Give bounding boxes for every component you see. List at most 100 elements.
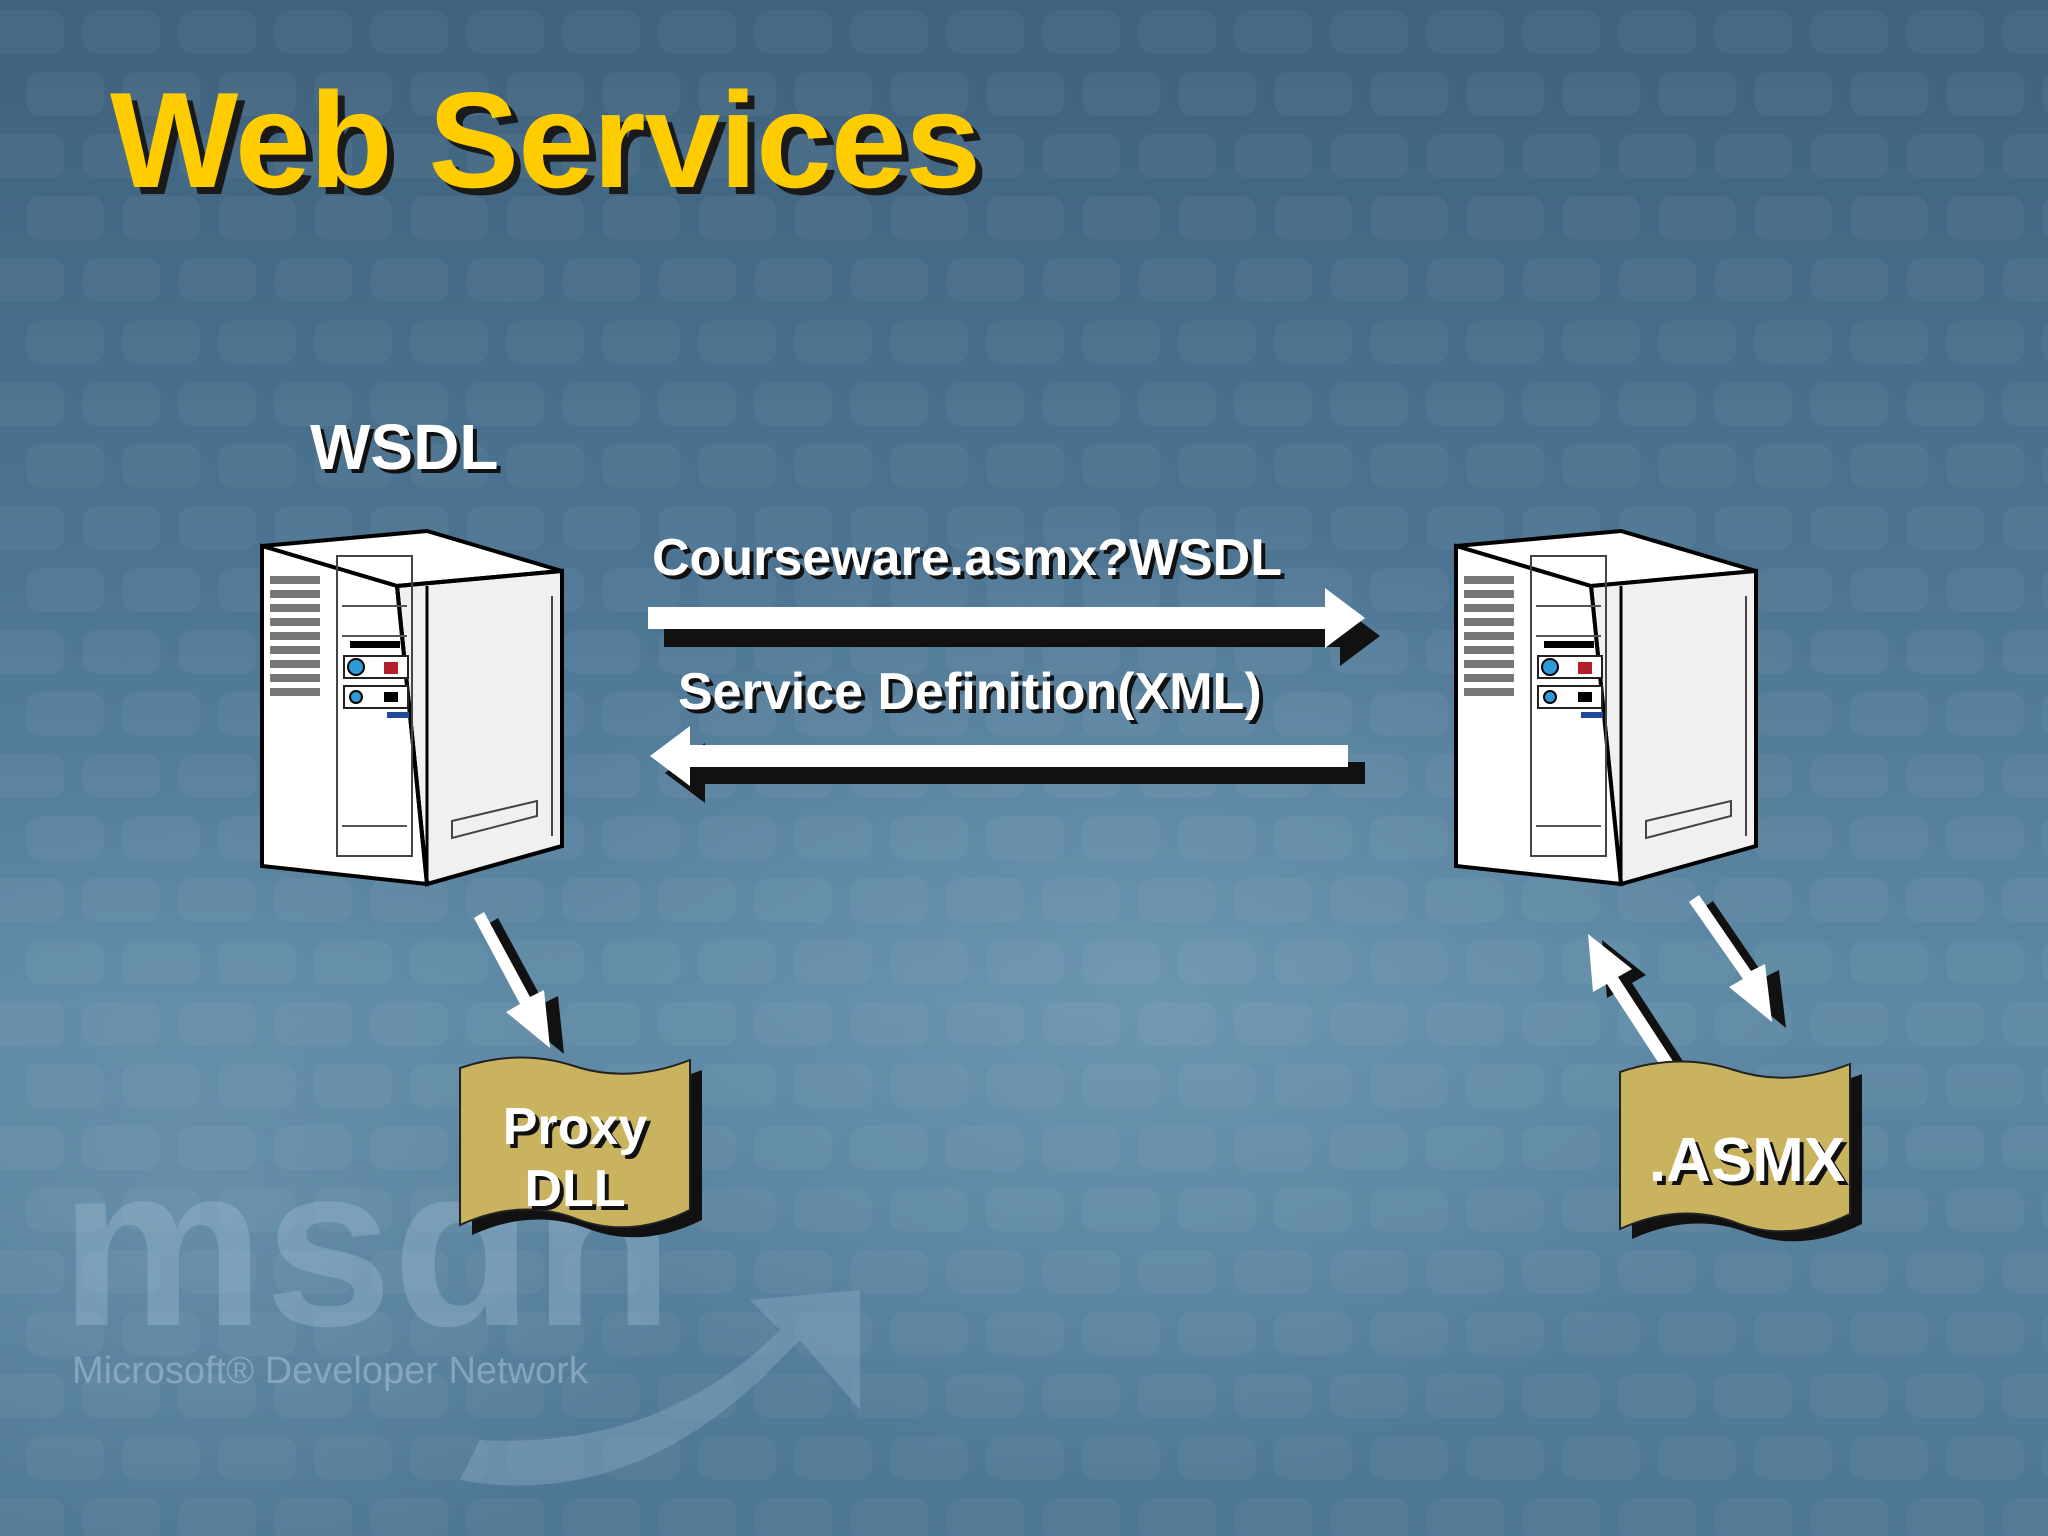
background-tile [1522,1126,1601,1170]
background-tile [218,72,297,116]
background-tile [794,692,873,736]
background-tile [1562,444,1641,488]
background-tile [1426,134,1505,178]
background-tile [1234,1002,1313,1046]
background-tile [562,878,641,922]
background-tile [1138,258,1217,302]
background-tile [506,196,585,240]
background-tile [1042,10,1121,54]
background-tile [274,258,353,302]
background-tile [370,878,449,922]
background-tile [946,878,1025,922]
background-tile [794,1188,873,1232]
background-tile [2042,1314,2048,1354]
background-tile [986,196,1065,240]
background-tile [274,1498,353,1536]
background-tile [1522,1374,1601,1418]
background-tile [178,1374,257,1418]
background-tile [986,1312,1065,1356]
background-tile [890,940,969,984]
background-tile [82,506,161,550]
background-tile [698,444,777,488]
background-tile [946,506,1025,550]
background-tile [1658,1436,1737,1480]
background-tile [2002,1126,2048,1170]
background-tile [274,1374,353,1418]
background-tile [850,1126,929,1170]
background-tile [1234,1250,1313,1294]
background-tile [122,320,201,364]
background-tile [410,1312,489,1356]
background-tile [1042,258,1121,302]
background-tile [1082,940,1161,984]
asmx-document-icon [1619,1060,1862,1242]
background-tile [946,382,1025,426]
background-tile [26,816,105,860]
background-tile [1082,1064,1161,1108]
background-tile [410,444,489,488]
background-tile [274,1126,353,1170]
background-tile [370,10,449,54]
proxy-dll-document-icon [459,1056,702,1238]
background-tile [0,10,65,54]
background-tile [754,10,833,54]
background-tile [1522,134,1601,178]
background-tile [218,1312,297,1356]
background-tile [1810,754,1889,798]
background-tile [1618,258,1697,302]
background-tile [1138,878,1217,922]
background-tile [274,1250,353,1294]
background-tile [658,382,737,426]
background-tile [1906,1374,1985,1418]
background-tile [1562,1312,1641,1356]
background-tile [1850,196,1929,240]
background-tile [2002,630,2048,674]
asmx-label: .ASMX [1648,1126,1846,1195]
background-tile [1810,630,1889,674]
background-tile [698,940,777,984]
background-tile [1178,1064,1257,1108]
background-tile [1906,754,1985,798]
background-tile [890,1064,969,1108]
background-tile [946,258,1025,302]
background-tile [794,1312,873,1356]
background-tile [178,754,257,798]
background-tile [1906,1498,1985,1536]
background-tile [1714,134,1793,178]
background-tile [218,1064,297,1108]
background-tile [1330,1498,1409,1536]
background-tile [370,1498,449,1536]
background-tile [506,1436,585,1480]
background-tile [1370,1312,1449,1356]
background-tile [218,940,297,984]
background-tile [1946,1436,2025,1480]
background-tile [562,382,641,426]
background-tile [466,258,545,302]
background-tile [1946,196,2025,240]
background-tile [1850,568,1929,612]
background-tile [1714,1250,1793,1294]
background-tile [986,72,1065,116]
background-tile [794,1436,873,1480]
background-tile [890,1436,969,1480]
background-tile [698,692,777,736]
background-tile [1466,196,1545,240]
background-tile [890,444,969,488]
background-tile [562,1002,641,1046]
background-tile [82,630,161,674]
background-tile [1082,568,1161,612]
wsdl-label: WSDL [310,411,499,483]
background-tile [1178,1188,1257,1232]
background-tile [1906,506,1985,550]
background-tile [26,692,105,736]
background-tile [26,72,105,116]
background-tile [1906,134,1985,178]
background-tile [178,630,257,674]
background-tile [466,382,545,426]
background-tile [466,1250,545,1294]
background-tile [1178,320,1257,364]
background-tile [1946,72,2025,116]
background-tile [122,816,201,860]
background-tile [2002,878,2048,922]
background-tile [850,1498,929,1536]
